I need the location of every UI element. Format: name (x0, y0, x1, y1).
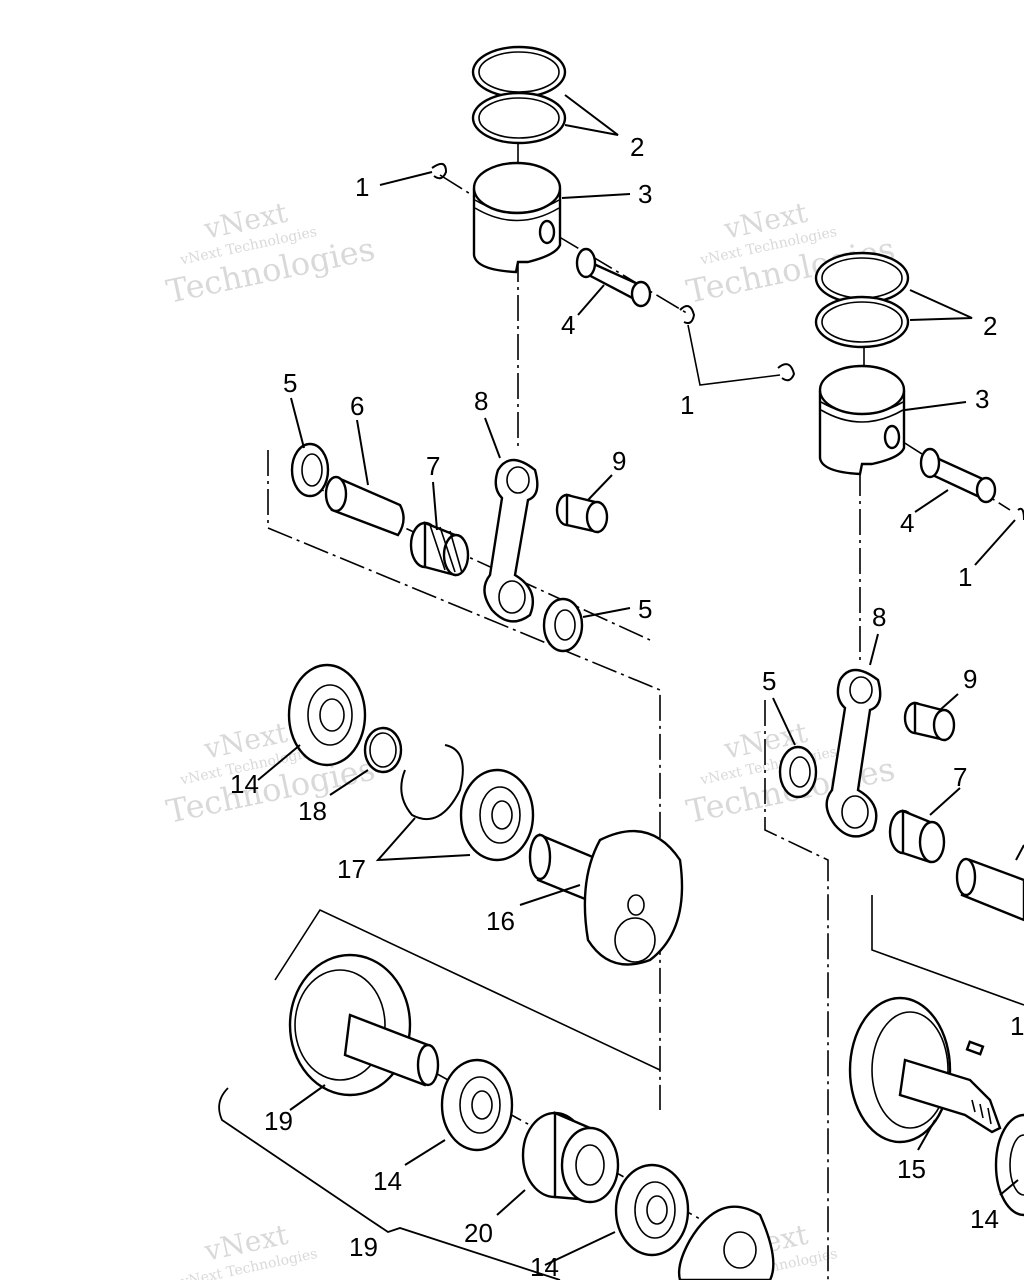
callout-1: 1 (1010, 1011, 1024, 1041)
needle-bearing-right-lower (888, 809, 946, 864)
callout-19: 19 (264, 1106, 293, 1136)
callout-4: 4 (561, 310, 575, 340)
bracket-19 (218, 1087, 561, 1280)
callout-6: 6 (350, 391, 364, 421)
main-bearing-14d (994, 1113, 1024, 1217)
crankpin-left (324, 475, 405, 537)
callout-14: 14 (970, 1204, 999, 1234)
bearing-17 (459, 768, 535, 862)
callout-3: 3 (638, 179, 652, 209)
needle-bearing-left-lower (409, 521, 470, 577)
piston-rings-right (814, 251, 910, 349)
callout-1: 1 (355, 172, 369, 202)
watermark-1: vNext vNext Technologies Technologies (163, 196, 378, 311)
callout-1: 1 (680, 390, 694, 420)
piston-left (472, 161, 562, 274)
callout-2: 2 (983, 311, 997, 341)
callout-9: 9 (963, 664, 977, 694)
leader-lines (257, 94, 1019, 1266)
callout-8: 8 (474, 386, 488, 416)
callout-20: 20 (464, 1218, 493, 1248)
piston-pin-left (575, 247, 652, 308)
connecting-rod-right (825, 668, 882, 838)
callout-14: 14 (230, 769, 259, 799)
callout-8: 8 (872, 602, 886, 632)
circlip-right-a (777, 363, 796, 382)
callout-7: 7 (953, 762, 967, 792)
crankshaft-mag-15 (848, 996, 1002, 1144)
callout-19: 19 (349, 1232, 378, 1262)
main-bearing-14b (440, 1058, 514, 1152)
circlip-left-b (679, 305, 696, 325)
callout-7: 7 (426, 451, 440, 481)
callout-16: 16 (486, 906, 515, 936)
main-bearing-left (287, 663, 367, 767)
callout-14: 14 (530, 1252, 559, 1280)
thrust-washer-left-b (542, 597, 584, 653)
callout-15: 15 (897, 1154, 926, 1184)
callout-labels: 1 2 3 4 5 6 7 8 9 5 1 2 3 4 1 8 5 9 7 14… (230, 132, 1024, 1280)
callout-5: 5 (762, 666, 776, 696)
callout-4: 4 (900, 508, 914, 538)
circlip-left-a (431, 162, 448, 180)
piston-right (818, 364, 906, 476)
crank-web-bottom (677, 1205, 775, 1280)
callout-2: 2 (630, 132, 644, 162)
callout-14: 14 (373, 1166, 402, 1196)
seal-20 (521, 1111, 620, 1204)
main-bearing-14c (614, 1163, 690, 1257)
circlip-right-b (1017, 507, 1024, 521)
crankpin-right (955, 844, 1024, 922)
thrust-washer-right (778, 745, 818, 799)
ring-17 (400, 744, 464, 820)
needle-bearing-right-upper (903, 701, 956, 742)
crankshaft-pto-19 (288, 953, 440, 1097)
callout-17: 17 (337, 854, 366, 884)
callout-18: 18 (298, 796, 327, 826)
piston-pin-right (919, 447, 997, 504)
connecting-rod-left (483, 458, 539, 623)
piston-rings-left (471, 45, 567, 145)
callout-1: 1 (958, 562, 972, 592)
callout-5: 5 (283, 368, 297, 398)
snap-ring-18 (363, 726, 403, 774)
needle-bearing-left-upper (555, 493, 609, 534)
watermark-5: vNext vNext Technologies (178, 1218, 318, 1280)
crankshaft-left (528, 829, 684, 966)
thrust-washer-left-a (290, 442, 330, 498)
callout-9: 9 (612, 446, 626, 476)
callout-5: 5 (638, 594, 652, 624)
callout-3: 3 (975, 384, 989, 414)
